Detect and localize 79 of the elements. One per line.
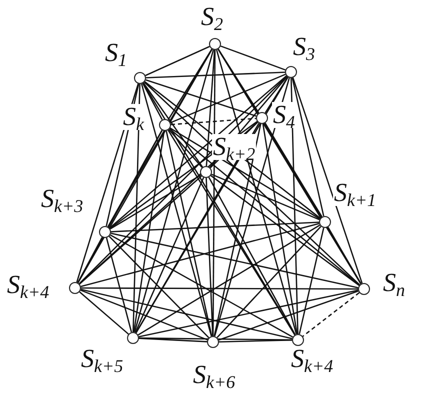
graph-edge (214, 78, 290, 336)
graph-vertex (209, 38, 221, 50)
graph-edge (146, 79, 256, 117)
graph-edge (298, 228, 324, 334)
graph-edge (290, 78, 298, 334)
graph-edge (142, 82, 204, 168)
graph-edge (166, 130, 212, 336)
graph-edge (109, 75, 287, 229)
graph-vertex (127, 332, 139, 344)
graph-vertex (256, 112, 268, 124)
graph-vertex (69, 282, 81, 294)
graph-edge (206, 50, 216, 166)
vertex-label: S$_{k}$ (122, 104, 145, 130)
graph-edge (80, 290, 208, 340)
graph-edge (110, 174, 202, 230)
graph-vertex (207, 336, 219, 348)
graph-edge (134, 50, 214, 332)
graph-edge (110, 232, 358, 288)
graph-edge (138, 338, 208, 342)
graph-edge (107, 130, 163, 228)
graph-vertex (99, 226, 111, 238)
graph-edge (214, 124, 262, 336)
graph-edge (168, 129, 203, 168)
graph-vertex (159, 119, 171, 131)
graph-edge (292, 78, 324, 216)
vertex-label: S$_{4}$ (272, 102, 296, 128)
graph-edge (138, 224, 320, 336)
graph-edge (169, 128, 360, 286)
graph-edge (216, 226, 322, 338)
graph-vertex (285, 66, 297, 78)
graph-edge (168, 48, 212, 120)
graph-edge (133, 130, 165, 332)
graph-edge (144, 82, 360, 286)
graph-vertex (134, 72, 146, 84)
graph-edge (145, 46, 210, 76)
graph-edge (211, 174, 320, 220)
graph-edge (264, 122, 362, 284)
vertex-label: S$_{k+2}$ (212, 134, 256, 160)
graph-edge (170, 74, 286, 124)
graph-vertex (292, 334, 304, 346)
graph-edge (132, 84, 140, 332)
graph-edge (77, 48, 213, 284)
graph-edge (168, 130, 296, 336)
graph-edge (208, 176, 296, 336)
graph-edge (110, 222, 320, 232)
graph-edge (218, 48, 260, 114)
graph-edge (80, 222, 320, 288)
graph-vertex (200, 166, 212, 178)
graph-edge (206, 178, 214, 336)
graph-edge (79, 291, 129, 335)
graph-edge (218, 340, 292, 342)
graph-edge (140, 84, 212, 336)
graph-edge (220, 45, 286, 71)
graph-edge (210, 175, 360, 286)
graph-edge (218, 290, 359, 341)
graph-edge (108, 236, 210, 338)
graph-edge (77, 236, 103, 284)
graph-edge (302, 292, 360, 337)
graph-edge (264, 76, 288, 114)
graph-edge (80, 288, 292, 340)
graph-edge (110, 234, 294, 338)
graph-edge (142, 83, 163, 120)
graph-edge (216, 50, 297, 334)
graph-edge (170, 118, 256, 126)
graph-edge (139, 337, 292, 341)
graph-edge (106, 238, 132, 332)
graph-edge (262, 124, 298, 334)
graph-edge (81, 287, 358, 290)
graph-edge (134, 177, 204, 333)
graph-edge (292, 77, 363, 284)
graph-vertex (319, 216, 331, 228)
graph-edge (146, 72, 286, 78)
graph-edge (170, 128, 320, 220)
graph-edge (218, 48, 362, 284)
graph-edge (78, 76, 288, 284)
graph-edge (79, 176, 202, 284)
graph-vertex (358, 283, 370, 295)
graph-edge (138, 290, 358, 338)
graph-edge (327, 226, 362, 284)
